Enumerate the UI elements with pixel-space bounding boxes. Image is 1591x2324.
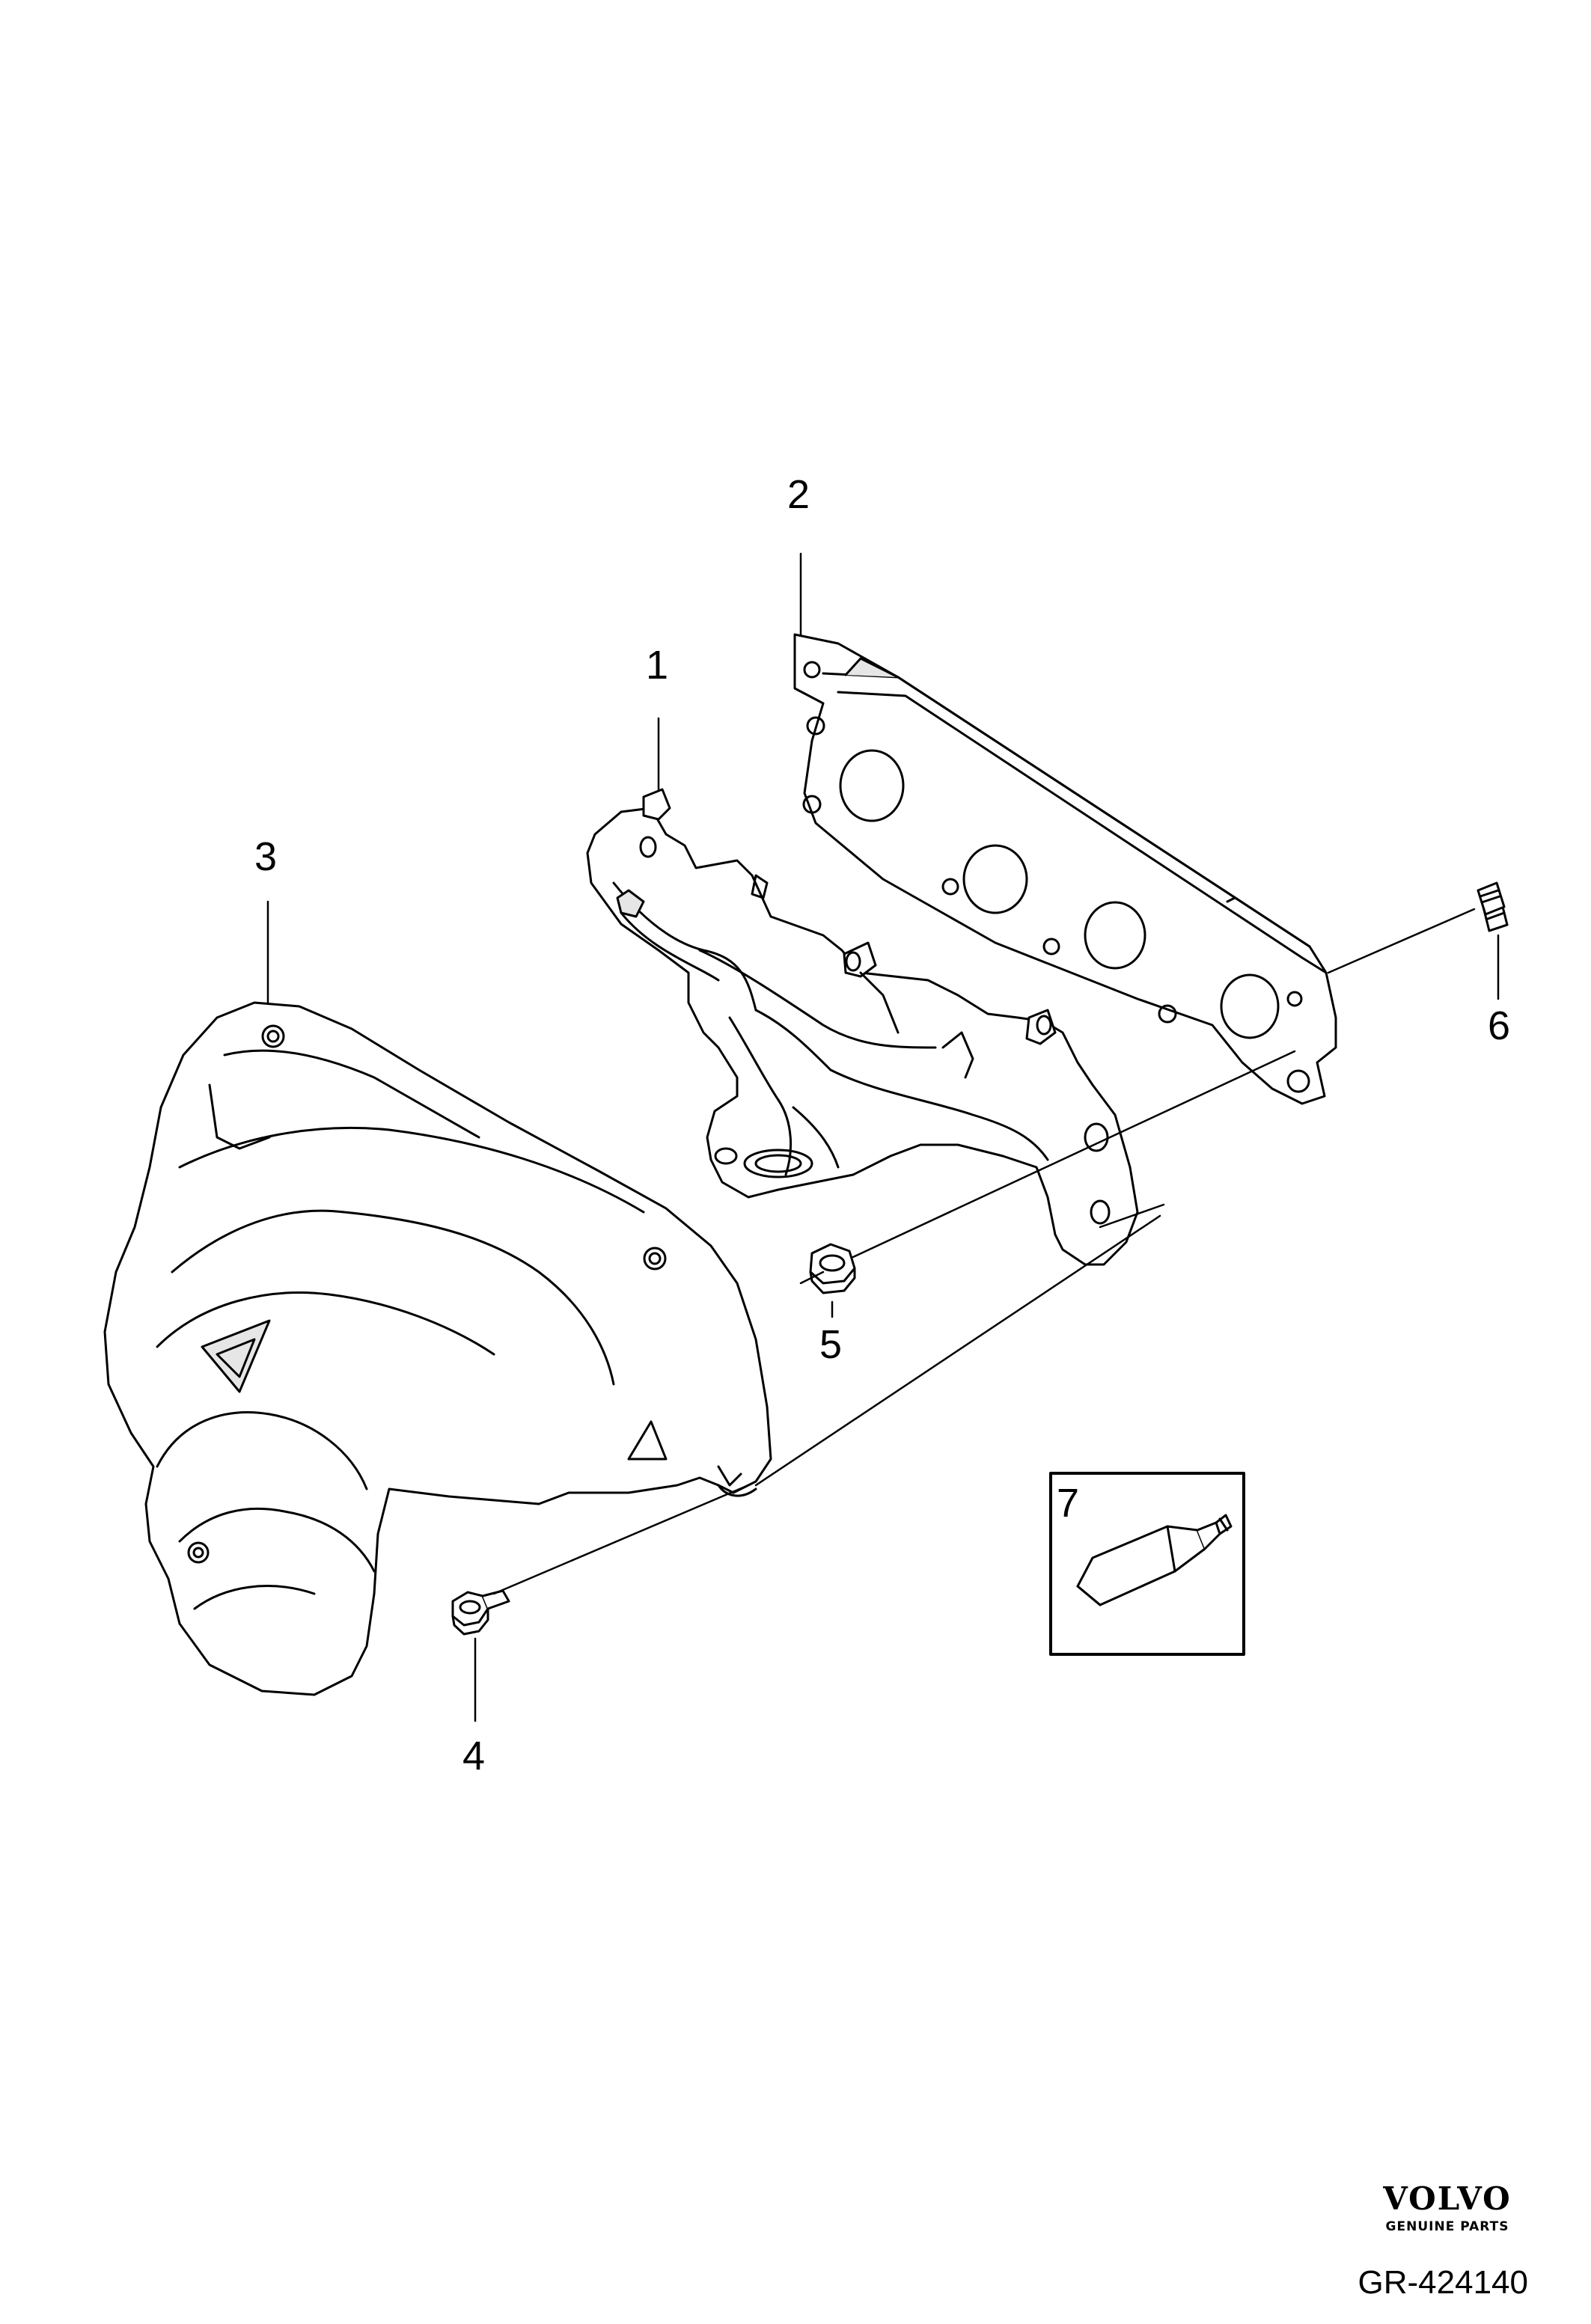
drawing-reference: GR-424140	[1358, 2264, 1528, 2301]
brand-logo: VOLVO GENUINE PARTS	[1369, 2180, 1525, 2235]
callout-5: 5	[819, 1322, 843, 1367]
sealant-box	[1049, 1472, 1245, 1656]
callout-7: 7	[1057, 1481, 1080, 1526]
callout-4: 4	[462, 1734, 486, 1779]
callout-6: 6	[1488, 1003, 1511, 1048]
brand-name: VOLVO	[1383, 2180, 1512, 2217]
manifold-part	[586, 788, 1139, 1266]
stud-part	[1477, 881, 1509, 932]
bolt-part	[451, 1589, 510, 1636]
callout-1: 1	[646, 643, 669, 688]
leader-lines	[266, 552, 1500, 1722]
nut-part	[809, 1243, 856, 1294]
gasket-part	[793, 633, 1337, 1105]
heat-shield-part	[103, 1001, 772, 1696]
brand-tagline: GENUINE PARTS	[1385, 2219, 1509, 2234]
callout-2: 2	[787, 472, 810, 517]
callout-3: 3	[254, 834, 278, 879]
